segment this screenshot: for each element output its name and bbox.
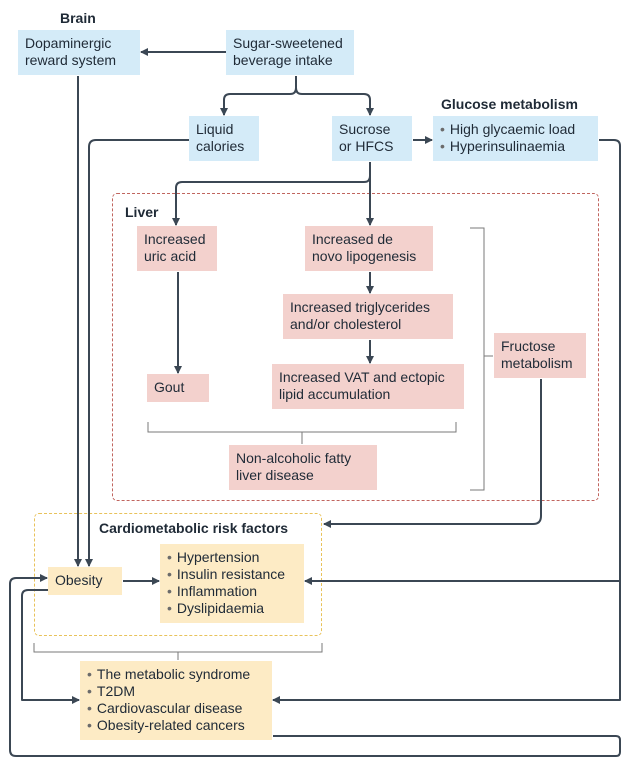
cardiometabolic-region [34, 513, 322, 636]
box-line: Liquid [196, 121, 234, 137]
sucrose-hfcs-box: Sucrose or HFCS [332, 116, 412, 161]
outcome-item: Obesity-related cancers [87, 717, 265, 734]
brace-liver-to-nafld [147, 422, 457, 444]
gout-box: Gout [147, 374, 209, 402]
outcome-item: Cardiovascular disease [87, 700, 265, 717]
brain-title: Brain [60, 10, 96, 26]
risk-item: Insulin resistance [167, 566, 297, 583]
box-line: reward system [25, 52, 117, 68]
liquid-calories-box: Liquid calories [189, 116, 259, 161]
arrow-liquid-to-obesity [85, 139, 189, 567]
liver-region [112, 193, 599, 501]
glucose-metabolism-box: High glycaemic load Hyperinsulinaemia [433, 116, 598, 161]
arrow-fructose-to-cardio [323, 379, 542, 528]
box-line: novo lipogenesis [312, 248, 417, 264]
arrow-outcomes-to-obesity [9, 574, 621, 757]
box-line: Increased VAT and ectopic [279, 369, 445, 385]
box-line: lipid accumulation [279, 386, 391, 402]
fructose-metabolism-box: Fructose metabolism [494, 333, 586, 378]
arrow-sucrose-to-uric [172, 175, 371, 226]
vat-ectopic-lipid-box: Increased VAT and ectopic lipid accumula… [272, 364, 464, 409]
box-line: Obesity [55, 572, 103, 588]
cardiometabolic-title: Cardiometabolic risk factors [99, 520, 289, 536]
increased-uric-acid-box: Increased uric acid [137, 226, 217, 271]
risk-item: Hypertension [167, 549, 297, 566]
arrow-ssb-to-liquid [220, 87, 297, 116]
box-line: Increased [144, 231, 206, 247]
glucose-item: High glycaemic load [440, 121, 591, 138]
box-line: Increased de [312, 231, 393, 247]
outcome-item: The metabolic syndrome [87, 666, 265, 683]
bracket-fructose [470, 227, 493, 491]
box-line: liver disease [236, 467, 314, 483]
box-line: Gout [154, 379, 185, 395]
arrow-glucose-to-risk [304, 139, 621, 585]
arrow-glucose-to-outcomes [272, 581, 621, 704]
glucose-item: Hyperinsulinaemia [440, 138, 591, 155]
box-line: Increased triglycerides [290, 299, 431, 315]
dopaminergic-reward-system-box: Dopaminergic reward system [18, 30, 140, 75]
box-line: uric acid [144, 248, 197, 264]
box-line: Non-alcoholic fatty [236, 450, 352, 466]
risk-item: Dyslipidaemia [167, 600, 297, 617]
brace-cardio-to-outcomes [33, 643, 323, 660]
box-line: calories [196, 138, 245, 154]
obesity-box: Obesity [48, 567, 122, 595]
glucose-metabolism-title: Glucose metabolism [441, 96, 578, 112]
box-line: or HFCS [339, 138, 394, 154]
sugar-sweetened-beverage-box: Sugar-sweetened beverage intake [226, 30, 354, 75]
risk-item: Inflammation [167, 583, 297, 600]
arrow-ssb-to-sucrose [295, 87, 374, 116]
box-line: Dopaminergic [25, 35, 112, 51]
box-line: beverage intake [233, 52, 333, 68]
nafld-box: Non-alcoholic fatty liver disease [229, 445, 377, 490]
outcomes-box: The metabolic syndrome T2DM Cardiovascul… [80, 661, 272, 740]
box-line: Sucrose [339, 121, 391, 137]
liver-title: Liver [125, 204, 159, 220]
box-line: metabolism [501, 355, 573, 371]
de-novo-lipogenesis-box: Increased de novo lipogenesis [305, 226, 433, 271]
box-line: Sugar-sweetened [233, 35, 343, 51]
risk-factors-box: Hypertension Insulin resistance Inflamma… [160, 544, 304, 623]
box-line: Fructose [501, 338, 556, 354]
arrow-obesity-to-outcomes [21, 589, 80, 704]
box-line: and/or cholesterol [290, 316, 402, 332]
outcome-item: T2DM [87, 683, 265, 700]
triglycerides-box: Increased triglycerides and/or cholester… [283, 294, 453, 339]
